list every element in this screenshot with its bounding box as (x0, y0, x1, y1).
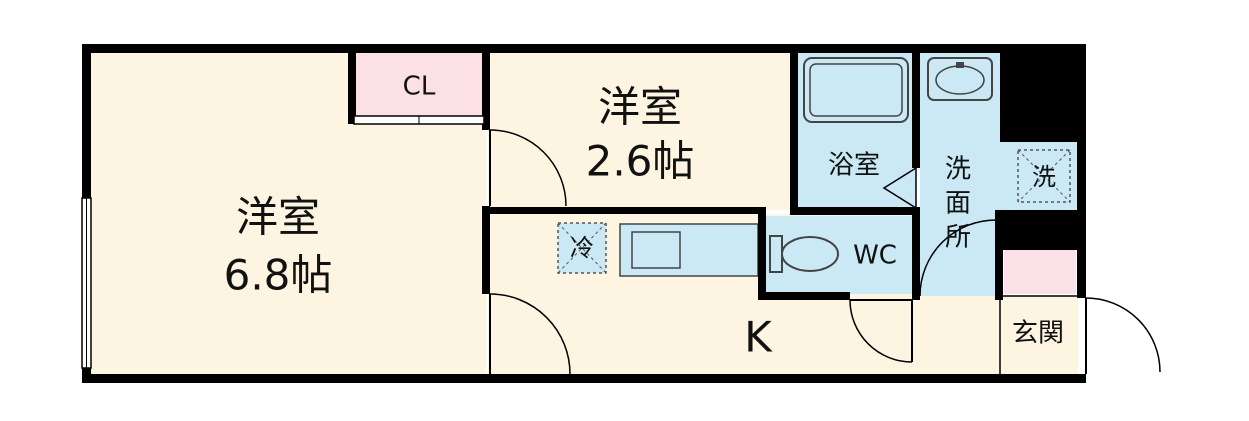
bath-door-fold (882, 167, 917, 209)
wall-small-room-bottom (482, 207, 766, 214)
pipe-shaft (1000, 44, 1086, 142)
washroom-door-swing (919, 219, 997, 297)
entrance-label: 玄関 (1012, 319, 1064, 349)
toilet-door-swing (849, 299, 913, 363)
laundry-cross-b (1017, 149, 1071, 203)
wall-small-room-right (790, 44, 798, 214)
wall-toilet-right (912, 208, 920, 300)
faucet (956, 62, 964, 68)
entrance-door-swing (1085, 297, 1161, 373)
small-room-size: 2.6帖 (586, 137, 695, 186)
bathtub (803, 57, 909, 123)
wall-large-room-right-lower (482, 206, 490, 294)
wall-bottom (82, 374, 1086, 383)
bathroom-floor (797, 52, 916, 208)
wall-toilet-left (758, 207, 766, 300)
small-room-door-swing (489, 129, 567, 207)
pipe-shaft-lower (1000, 210, 1086, 250)
shoe-cabinet (1004, 250, 1076, 294)
wall-washroom-right (995, 210, 1003, 300)
wash-basin (927, 57, 993, 101)
wall-toilet-bottom (758, 292, 850, 300)
wall-closet-left (348, 44, 356, 124)
washroom-floor (920, 52, 1000, 296)
wall-bath-right-upper (912, 44, 920, 168)
refrigerator-space (557, 222, 607, 274)
wall-bath-bottom (790, 207, 920, 215)
kitchen-label: K (744, 313, 773, 362)
refrigerator-label: 冷 (570, 234, 594, 262)
bathtub-inner (809, 63, 903, 117)
toilet-label: WC (853, 241, 897, 271)
wall-large-room-right-upper (482, 44, 490, 130)
western-room-small-floor (488, 52, 794, 210)
large-room-size: 6.8帖 (224, 251, 333, 300)
large-room-name: 洋室 (236, 193, 320, 242)
bathroom-label: 浴室 (828, 151, 880, 181)
large-room-door-swing (489, 293, 571, 375)
sink (631, 231, 681, 269)
toilet-bowl (781, 236, 839, 272)
small-room-name: 洋室 (598, 83, 682, 132)
washroom-label-1: 洗 (945, 155, 971, 185)
wall-right (1077, 44, 1086, 298)
washroom-label-2: 面 (945, 189, 971, 219)
wall-top (82, 44, 1086, 53)
washroom-label-3: 所 (945, 223, 971, 253)
toilet-floor (766, 216, 914, 294)
entrance-floor (1000, 296, 1078, 376)
closet-floor (354, 52, 484, 118)
laundry-label: 洗 (1032, 163, 1056, 191)
closet-label: CL (403, 72, 436, 102)
